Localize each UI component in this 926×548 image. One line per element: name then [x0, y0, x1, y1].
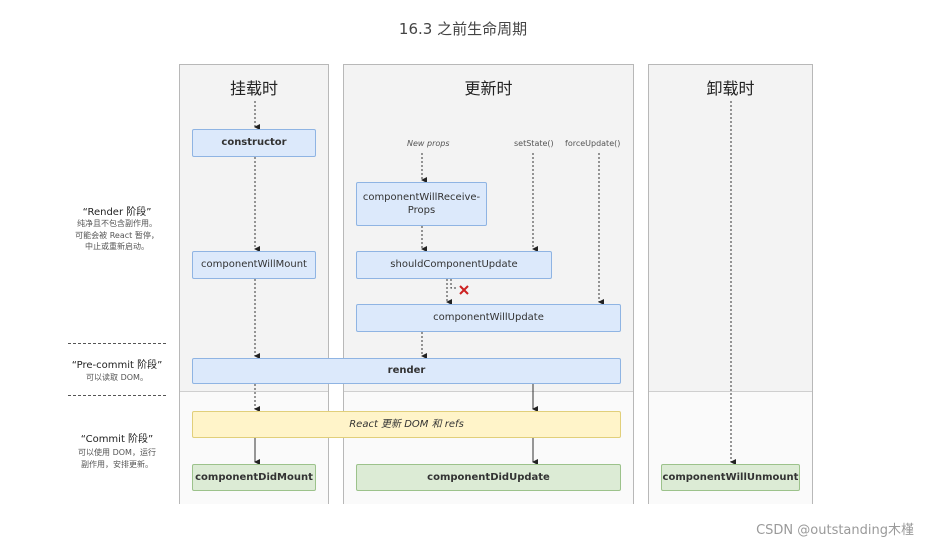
render-label: render: [387, 365, 426, 377]
render-box: render: [192, 358, 621, 384]
constructor-box: constructor: [192, 129, 316, 157]
commit-phase-desc: 可以使用 DOM，运行 副作用，安排更新。: [47, 447, 187, 470]
arrow-shouldupdate-false: [450, 279, 457, 289]
will-receive-props-label-1: componentWillReceive-: [362, 191, 481, 203]
should-update-box: shouldComponentUpdate: [356, 251, 552, 279]
phase-separator: [68, 343, 166, 344]
precommit-phase-title: “Pre-commit 阶段”: [71, 360, 163, 371]
precommit-phase-desc-line: 可以读取 DOM。: [86, 373, 148, 382]
did-mount-label: componentDidMount: [195, 471, 313, 483]
unmount-column-title: 卸载时: [706, 79, 755, 98]
render-phase-title: “Render 阶段”: [82, 207, 152, 218]
will-update-label: componentWillUpdate: [433, 312, 544, 324]
will-receive-props-box: componentWillReceive- Props: [356, 182, 487, 226]
mount-column-title: 挂载时: [229, 79, 278, 98]
will-update-box: componentWillUpdate: [356, 304, 621, 332]
will-mount-box: componentWillMount: [192, 251, 316, 279]
render-phase-desc-line: 纯净且不包含副作用。: [77, 219, 157, 228]
watermark: CSDN @outstanding木槿: [756, 523, 914, 538]
should-update-label: shouldComponentUpdate: [390, 259, 518, 271]
render-phase-desc: 纯净且不包含副作用。 可能会被 React 暂停， 中止或重新启动。: [47, 218, 187, 253]
precommit-phase-desc: 可以读取 DOM。: [47, 372, 187, 384]
react-dom-update-label: React 更新 DOM 和 refs: [349, 418, 464, 430]
will-receive-props-label-2: Props: [407, 205, 436, 216]
constructor-label: constructor: [221, 137, 287, 149]
phase-separator: [68, 395, 166, 396]
page-title: 16.3 之前生命周期: [398, 20, 528, 38]
commit-phase-desc-line: 副作用，安排更新。: [81, 459, 153, 469]
render-phase-desc-line: 中止或重新启动。: [85, 242, 149, 252]
commit-phase-title: “Commit 阶段”: [80, 434, 154, 445]
render-phase-desc-line: 可能会被 React 暂停，: [75, 230, 159, 240]
react-dom-update-box: React 更新 DOM 和 refs: [192, 411, 621, 438]
did-mount-box: componentDidMount: [192, 464, 316, 491]
trigger-force-update: forceUpdate(): [565, 139, 621, 148]
will-mount-label: componentWillMount: [201, 259, 307, 271]
will-unmount-box: componentWillUnmount: [661, 464, 800, 491]
update-column-title: 更新时: [464, 79, 513, 98]
stop-cross-icon: [459, 285, 469, 295]
did-update-label: componentDidUpdate: [427, 471, 550, 483]
will-unmount-label: componentWillUnmount: [662, 471, 799, 483]
commit-phase-desc-line: 可以使用 DOM，运行: [78, 448, 156, 457]
trigger-new-props: New props: [407, 139, 450, 148]
trigger-set-state: setState(): [514, 139, 554, 148]
did-update-box: componentDidUpdate: [356, 464, 621, 491]
